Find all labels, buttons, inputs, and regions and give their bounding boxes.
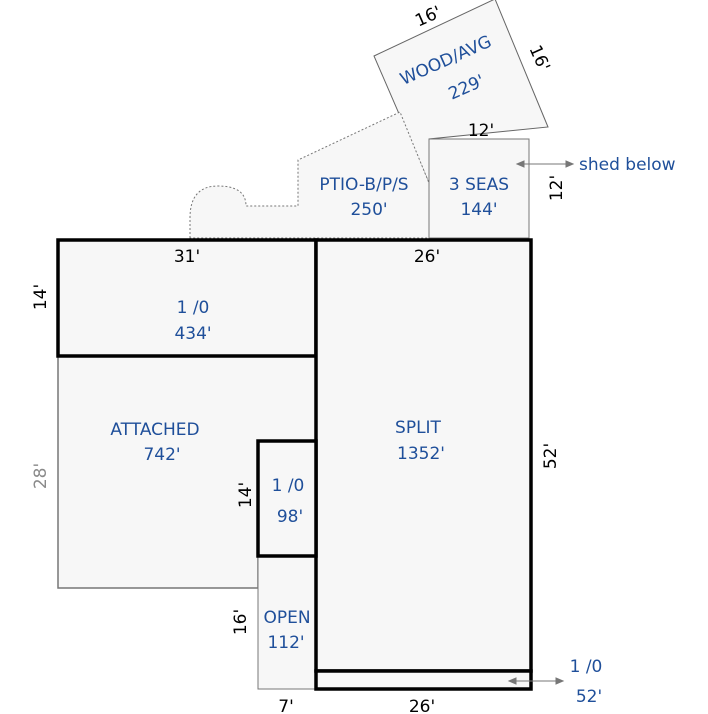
seas-right-dimension: 12'	[547, 175, 567, 201]
split-level-size: 1352'	[397, 444, 445, 464]
wood-right-dimension: 16'	[525, 42, 554, 74]
bottom-one-story-shape	[314, 669, 533, 691]
top-one-story-size: 434'	[174, 324, 211, 344]
seas-top-dimension: 12'	[468, 121, 494, 141]
inner-one-story-label: 1 /0	[272, 476, 305, 496]
shed-note: shed below	[579, 155, 676, 175]
three-seasons-room-shape	[428, 138, 530, 239]
shed-arrow	[515, 160, 575, 168]
top-one-story-width-dimension: 31'	[174, 247, 200, 267]
bottom-strip-arrow	[507, 677, 565, 685]
top-one-story-label: 1 /0	[177, 298, 210, 318]
three-seasons-label: 3 SEAS	[449, 175, 509, 195]
open-porch-label: OPEN	[263, 608, 310, 628]
inner-one-story-size: 98'	[277, 507, 303, 527]
open-porch-size: 112'	[267, 633, 304, 653]
three-seasons-size: 144'	[460, 200, 497, 220]
attached-garage-label: ATTACHED	[110, 420, 199, 440]
top-one-story-height-dimension: 14'	[31, 284, 51, 310]
split-width-dimension: 26'	[414, 247, 440, 267]
open-porch-shape	[257, 555, 317, 690]
inner-one-story-shape	[256, 439, 318, 558]
open-width-dimension: 7'	[278, 697, 294, 714]
open-height-dimension: 16'	[231, 609, 251, 635]
bottom-one-story-size: 52'	[576, 687, 602, 707]
attached-height-dimension: 28'	[31, 463, 51, 489]
patio-size: 250'	[350, 200, 387, 220]
patio-shape	[189, 111, 430, 239]
attached-garage-size: 742'	[143, 445, 180, 465]
inner-height-dimension: 14'	[236, 482, 256, 508]
top-one-story-shape	[56, 238, 318, 358]
split-height-dimension: 52'	[541, 443, 561, 469]
split-level-label: SPLIT	[395, 418, 442, 438]
split-bottom-width-dimension: 26'	[409, 697, 435, 714]
patio-label: PTIO-B/P/S	[319, 175, 408, 195]
bottom-one-story-label: 1 /0	[570, 657, 603, 677]
